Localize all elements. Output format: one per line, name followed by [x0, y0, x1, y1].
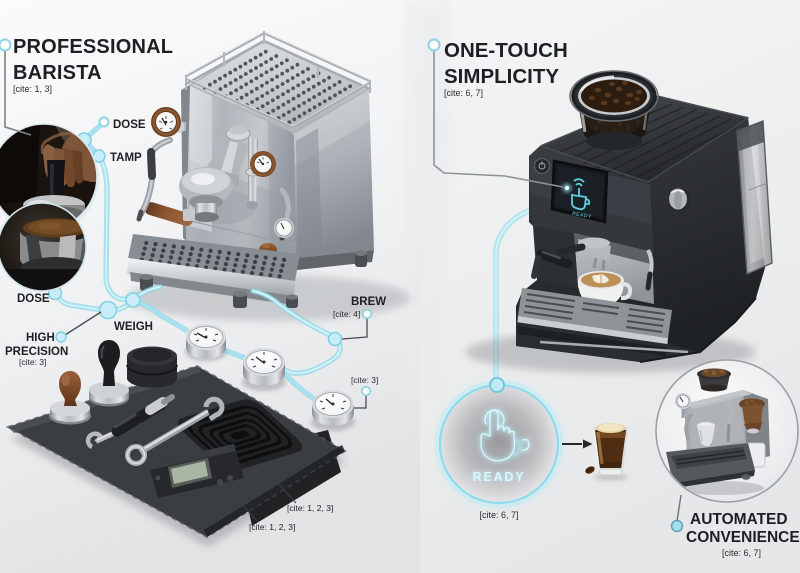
svg-text:BREW: BREW	[351, 296, 386, 308]
svg-text:[cite: 1, 3]: [cite: 1, 3]	[13, 84, 52, 94]
svg-text:READY: READY	[473, 470, 526, 484]
svg-text:[cite: 3]: [cite: 3]	[351, 375, 378, 385]
svg-text:[cite: 1, 2, 3]: [cite: 1, 2, 3]	[287, 503, 333, 513]
svg-text:TAMP: TAMP	[110, 152, 142, 164]
svg-text:HIGH: HIGH	[26, 332, 55, 344]
svg-text:[cite: 6, 7]: [cite: 6, 7]	[444, 88, 483, 98]
svg-text:BARISTA: BARISTA	[13, 62, 102, 84]
svg-text:DOSE: DOSE	[113, 119, 146, 131]
svg-text:DOSE: DOSE	[17, 293, 50, 305]
svg-text:READY: READY	[572, 211, 593, 220]
svg-text:ONE-TOUCH: ONE-TOUCH	[444, 39, 568, 62]
svg-text:[cite: 1, 2, 3]: [cite: 1, 2, 3]	[249, 522, 295, 532]
svg-text:WEIGH: WEIGH	[114, 321, 153, 333]
svg-text:READY: READY	[473, 470, 526, 484]
svg-text:PRECISION: PRECISION	[5, 346, 68, 358]
svg-text:AUTOMATED: AUTOMATED	[690, 511, 788, 528]
svg-text:[cite: 6, 7]: [cite: 6, 7]	[722, 548, 761, 558]
svg-text:SIMPLICITY: SIMPLICITY	[444, 65, 559, 88]
svg-text:PROFESSIONAL: PROFESSIONAL	[13, 36, 173, 58]
svg-text:[cite: 6, 7]: [cite: 6, 7]	[479, 510, 518, 520]
svg-text:[cite: 3]: [cite: 3]	[19, 357, 46, 367]
svg-text:[cite: 4]: [cite: 4]	[333, 309, 360, 319]
svg-text:CONVENIENCE: CONVENIENCE	[686, 529, 800, 546]
